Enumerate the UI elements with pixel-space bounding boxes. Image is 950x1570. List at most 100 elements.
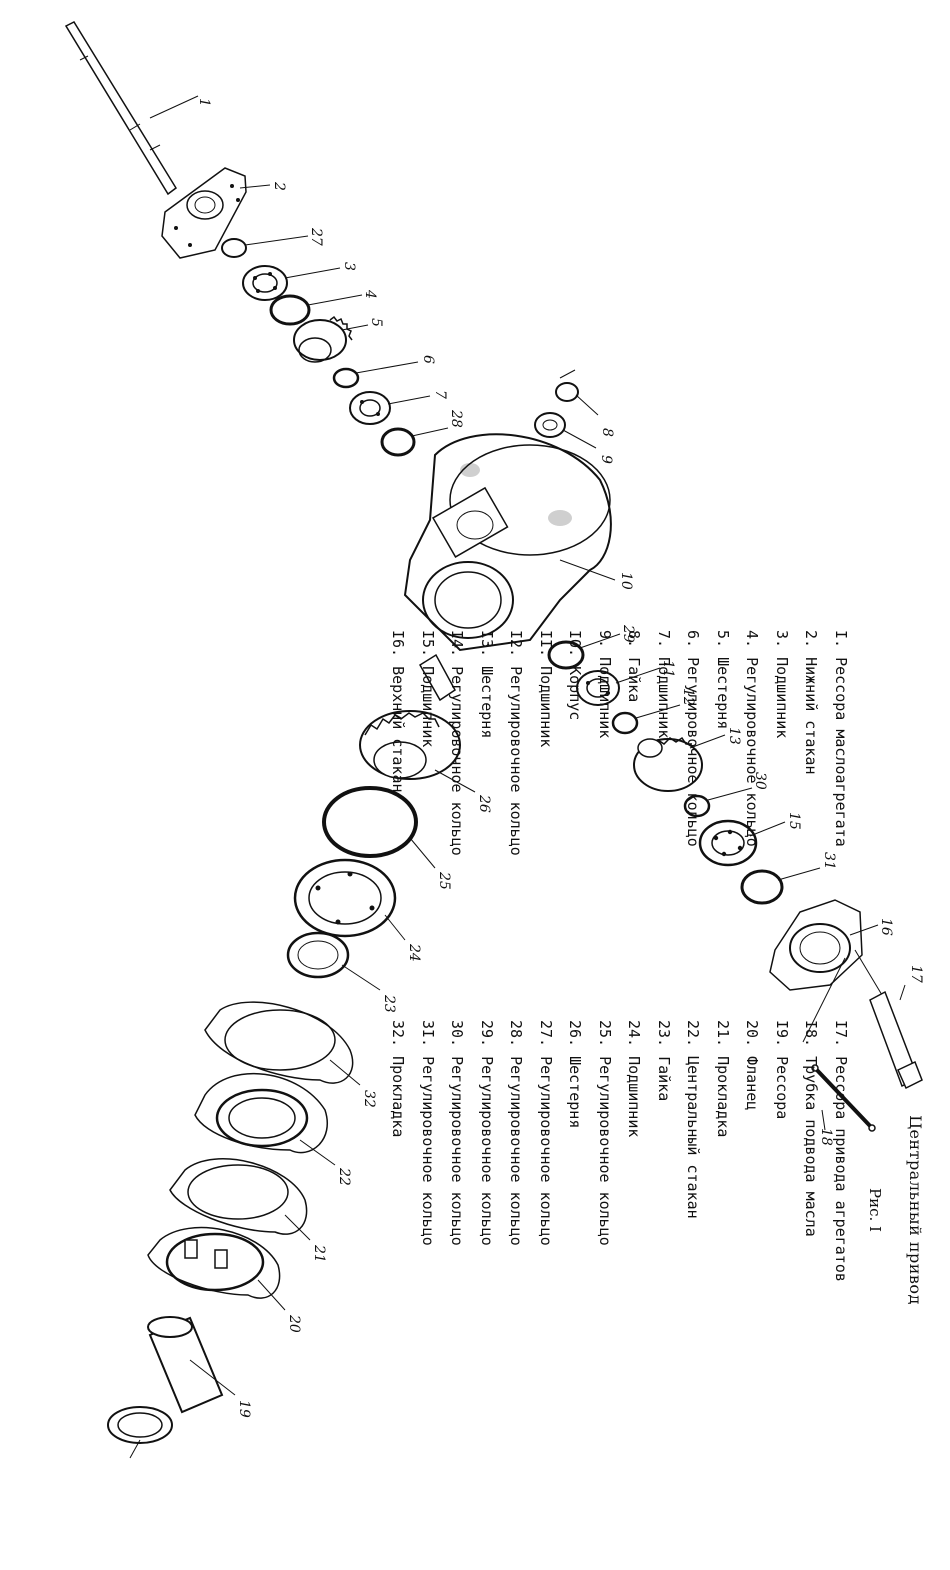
callout-26: 26	[476, 794, 492, 813]
callout-labels: 1 2 27 3 4 5 6 7 28 8 9 10 29 11 12 13 3…	[196, 98, 924, 1418]
part-9-bearing	[534, 412, 597, 449]
legend-item: 28. Регулировочное кольцо	[507, 1020, 526, 1246]
callout-25: 25	[436, 871, 452, 890]
part-32-gasket	[204, 1001, 361, 1086]
legend-item: I4. Регулировочное кольцо	[448, 630, 467, 856]
callout-6: 6	[420, 355, 436, 364]
part-3-bearing	[242, 265, 341, 301]
legend-item: 32. Прокладка	[389, 1020, 408, 1138]
part-31-ring	[740, 867, 821, 905]
part-4-ring	[269, 294, 363, 326]
part-27-ring	[221, 235, 309, 258]
callout-5: 5	[368, 318, 384, 327]
part-10-housing	[403, 433, 616, 652]
callout-27: 27	[308, 227, 324, 246]
legend-item: 25. Регулировочное кольцо	[596, 1020, 614, 1246]
part-24-bearing	[293, 858, 406, 941]
part-8-nut	[555, 369, 599, 416]
callout-23: 23	[381, 994, 397, 1013]
legend-item: 4. Регулировочное кольцо	[743, 630, 762, 847]
part-22-central-cup	[194, 1072, 336, 1166]
part-30-ring	[683, 787, 753, 818]
legend-item: 20. Фланец	[743, 1020, 762, 1111]
callout-32: 32	[361, 1090, 377, 1108]
part-20-flange	[147, 1226, 286, 1311]
callout-2: 2	[271, 181, 287, 191]
callout-15: 15	[786, 812, 802, 830]
callout-9: 9	[598, 455, 614, 464]
callout-13: 13	[726, 727, 742, 745]
part-6-ring	[332, 361, 419, 389]
callout-4: 4	[362, 289, 378, 299]
legend-item: 8. Гайка	[625, 630, 644, 703]
part-23-nut	[286, 931, 381, 991]
part-11-bearing	[576, 667, 661, 706]
legend-item: 29. Регулировочное кольцо	[478, 1020, 496, 1246]
callout-12: 12	[680, 688, 696, 706]
part-13-gear	[633, 734, 726, 792]
legend-item: 30. Регулировочное кольцо	[448, 1020, 467, 1246]
callout-17: 17	[908, 965, 924, 983]
callout-3: 3	[341, 262, 357, 271]
callout-20: 20	[286, 1314, 302, 1333]
callout-19: 19	[236, 1400, 252, 1418]
part-16-upper-cup	[769, 899, 886, 1043]
legend-column-left: I. Рессора маслоагрегата 2. Нижний стака…	[383, 630, 855, 1020]
legend-item: 9. Подшипник	[596, 630, 614, 739]
title-area: Центральный привод Рис. I	[866, 1010, 925, 1410]
legend-item: 7. Подшипник	[655, 630, 673, 739]
part-17-shaft	[869, 984, 923, 1090]
legend-item: II. Подшипник	[537, 630, 555, 748]
part-28-ring	[380, 427, 449, 457]
callout-18: 18	[818, 1128, 834, 1146]
legend-item: I3. Шестерня	[478, 630, 496, 739]
legend-item: I5. Подшипник	[419, 630, 437, 748]
callout-11: 11	[660, 660, 676, 678]
legend-item: 24. Подшипник	[625, 1020, 644, 1138]
part-1-shaft	[64, 21, 199, 196]
part-2-lower-cup	[161, 167, 271, 259]
figure-title: Центральный привод	[906, 1115, 925, 1305]
legend-item: I8. Трубка подвода масла	[802, 1020, 821, 1237]
callout-29: 29	[620, 624, 636, 643]
legend-item: 21. Прокладка	[714, 1020, 732, 1138]
part-29-ring	[547, 633, 621, 670]
part-12-ring	[611, 704, 681, 735]
legend-item: 6. Регулировочное кольцо	[684, 630, 703, 847]
figure-number: Рис. I	[866, 1188, 884, 1232]
legend-item: 5. Шестерня	[714, 630, 732, 730]
part-18-oil-tube	[811, 1064, 876, 1132]
callout-28: 28	[448, 409, 464, 428]
legend-item: 3. Подшипник	[773, 630, 791, 739]
callout-22: 22	[336, 1167, 352, 1186]
callout-7: 7	[432, 390, 448, 399]
legend-item: I9. Рессора	[773, 1020, 791, 1120]
legend-item: I7. Рессора привода агрегатов	[832, 1020, 850, 1282]
callout-16: 16	[878, 918, 894, 936]
legend-item: 2. Нижний стакан	[802, 630, 821, 775]
callout-31: 31	[821, 852, 837, 870]
legend-column-right: I7. Рессора привода агрегатов I8. Трубка…	[383, 1020, 855, 1420]
legend-item: 27. Регулировочное кольцо	[537, 1020, 555, 1246]
part-15-bearing	[698, 819, 786, 867]
legend-item: 26. Шестерня	[566, 1020, 585, 1129]
callout-30: 30	[752, 772, 768, 790]
legend-item: I. Рессора маслоагрегата	[832, 630, 850, 847]
part-25-ring	[322, 786, 436, 869]
part-21-gasket	[169, 1158, 311, 1241]
callout-8: 8	[599, 428, 615, 437]
part-26-gear	[359, 653, 476, 793]
legend-item: IO. Корпус	[566, 630, 585, 721]
callout-10: 10	[618, 572, 634, 590]
legend-item: I6. Верхний стакан	[389, 630, 408, 793]
legend-item: 3I. Регулировочное кольцо	[419, 1020, 437, 1246]
part-5-gear	[293, 315, 369, 363]
legend-item: 23. Гайка	[655, 1020, 673, 1102]
legend-item: 22. Центральный стакан	[684, 1020, 703, 1219]
part-7-bearing	[349, 391, 431, 425]
callout-21: 21	[311, 1244, 327, 1263]
callout-24: 24	[406, 943, 422, 962]
legend-block: Центральный привод Рис. I I. Рессора мас…	[365, 630, 926, 1570]
legend-item: I2. Регулировочное кольцо	[507, 630, 526, 856]
